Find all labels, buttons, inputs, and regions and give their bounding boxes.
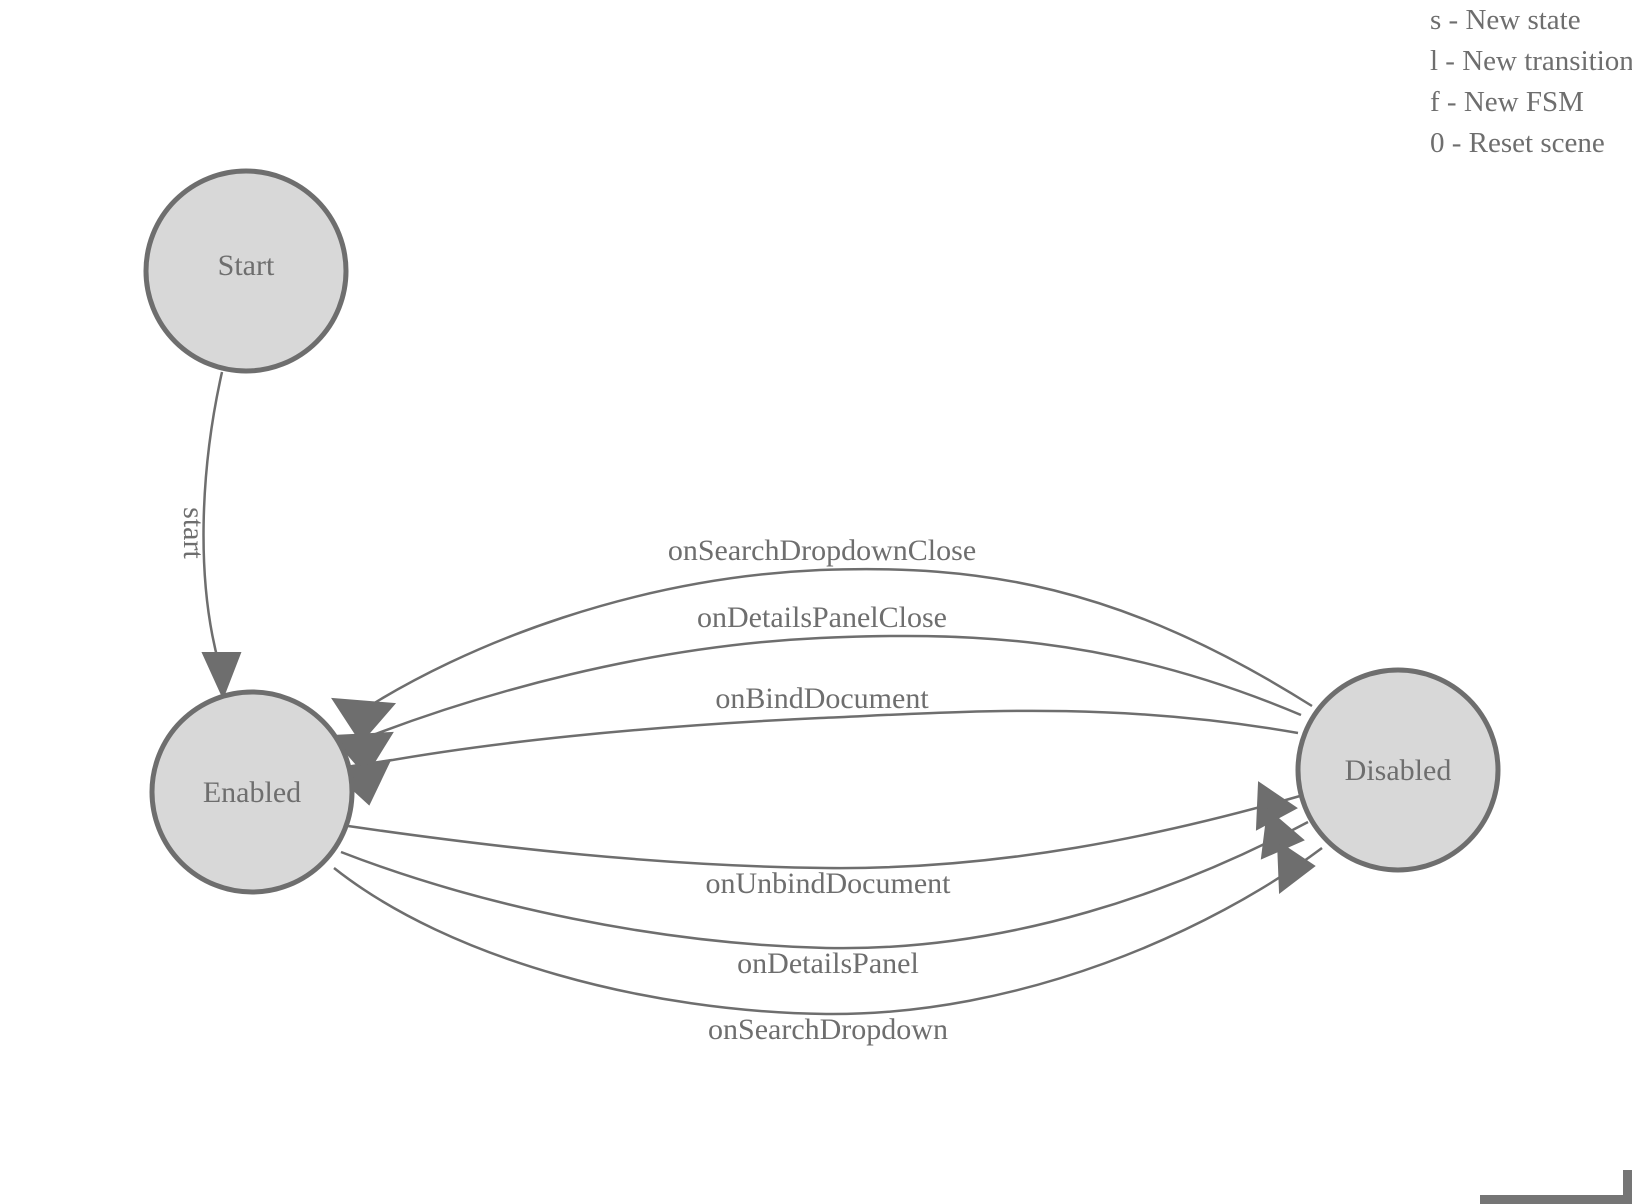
edge-label-start[interactable]: start (177, 507, 210, 559)
node-disabled[interactable] (1295, 667, 1501, 873)
edge-onunbinddocument[interactable] (347, 781, 1301, 870)
node-start[interactable] (143, 168, 349, 374)
keyboard-shortcut-legend: s - New state l - New transition f - New… (1430, 0, 1632, 160)
edge-onsearchdropdown[interactable] (333, 840, 1323, 1016)
edge-label-onunbinddocument[interactable]: onUnbindDocument (705, 867, 951, 900)
edge-onbinddocument[interactable] (328, 709, 1299, 806)
edge-ondetailspanelclose[interactable] (329, 634, 1302, 777)
node-enabled[interactable] (149, 689, 355, 895)
edge-label-ondetailspanelclose[interactable]: onDetailsPanelClose (697, 601, 947, 634)
edge-label-onsearchdropdownclose[interactable]: onSearchDropdownClose (667, 534, 977, 567)
edge-start-to-enabled[interactable] (201, 371, 242, 700)
edge-label-onsearchdropdown[interactable]: onSearchDropdown (708, 1013, 948, 1046)
legend-line-new-fsm: f - New FSM (1430, 86, 1584, 118)
horizontal-scrollbar-thumb[interactable] (1480, 1195, 1623, 1204)
edge-label-ondetailspanel[interactable]: onDetailsPanel (737, 947, 919, 980)
legend-line-reset-scene: 0 - Reset scene (1430, 127, 1605, 159)
edge-label-onbinddocument[interactable]: onBindDocument (715, 682, 929, 715)
legend-line-new-transition: l - New transition (1430, 45, 1632, 77)
vertical-scrollbar-thumb[interactable] (1623, 1170, 1632, 1204)
edge-onsearchdropdownclose[interactable] (331, 567, 1313, 744)
legend-line-new-state: s - New state (1430, 4, 1581, 36)
